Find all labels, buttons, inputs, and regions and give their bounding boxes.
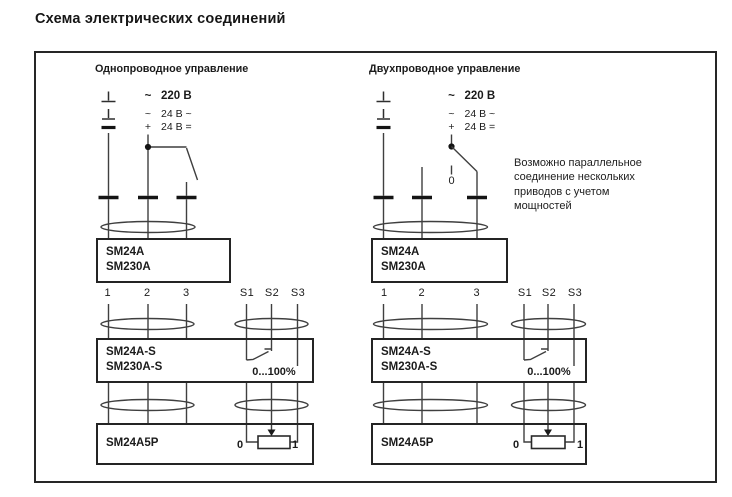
supply-label-24vac: 24 В ~ [464,108,496,120]
device-box-sm24a: SM24A SM230A [371,238,508,283]
device-label: SM230A [381,260,426,273]
supply-row-220v: ~220 В [444,90,496,102]
plug-to-actuator-wires [107,199,188,238]
potentiometer-symbol [523,423,575,450]
ac-symbol: ~ [144,108,152,120]
device-label: SM24A5P [381,437,434,449]
device-box-sm24a-s: SM24A-S SM230A-S [371,338,587,383]
supply-row-24vdc: +24 В = [140,121,192,133]
terminal-label-s3: S3 [567,287,583,299]
single-wire-diagram [98,91,309,450]
terminal-label-s2: S2 [264,287,280,299]
plug-to-actuator-wires [382,199,478,238]
earth-icon [376,91,391,120]
supply-label-24vac: 24 В ~ [161,108,192,120]
device-label: SM230A-S [381,360,438,373]
device-label: SM24A5P [106,437,159,449]
two-wire-diagram [372,91,587,450]
cable-sheath [372,398,489,412]
switch-symbol [421,146,478,196]
supply-label-24vdc: 24 В = [161,121,192,133]
plus-symbol: + [448,121,455,133]
terminal-label-2: 2 [143,287,151,299]
device-label: SM24A [106,246,145,258]
terminal-label-1: 1 [380,287,388,299]
device-box-sm24a5p: SM24A5P [96,423,314,465]
terminal-wires [107,304,299,338]
cable-sheath [234,317,309,331]
terminal-label-2: 2 [418,287,425,299]
supply-row-24vac: ~24 В ~ [140,108,192,120]
range-label: 0...100% [252,366,296,378]
supply-wires [382,133,453,196]
device-label: SM230A-S [106,360,163,373]
cable-sheath [372,317,489,331]
terminal-label-3: 3 [473,287,480,299]
cable-sheath [100,398,195,412]
inter-box-wires [107,383,299,423]
note-line: приводов с учетом [514,185,610,198]
pot-max-label: 1 [291,439,299,451]
feedback-switch-symbol [245,338,299,366]
supply-wires [107,133,187,196]
cable-sheath [234,398,309,412]
inter-box-wires [382,383,575,423]
switch-symbol [185,147,199,196]
ac-symbol: ~ [448,90,455,102]
plus-symbol: + [144,121,152,133]
cable-sheath [372,220,489,234]
note-line: мощностей [514,200,572,213]
device-label: SM24A [381,246,420,258]
terminal-label-s3: S3 [290,287,306,299]
cable-sheath [510,398,587,412]
device-box-sm24a5p: SM24A5P [371,423,587,465]
column-header-single-wire: Однопроводное управление [95,63,249,75]
device-label: SM24A-S [106,346,156,358]
diagram-frame [34,51,717,483]
ac-symbol: ~ [144,90,152,102]
terminal-label-1: 1 [104,287,111,299]
terminal-label-s1: S1 [239,287,255,299]
note-line: соединение нескольких [514,171,635,184]
supply-row-24vac: ~24 В ~ [444,108,496,120]
switch-off-position-label: 0 [448,175,455,187]
note-parallel-connection: Возможно параллельное соединение несколь… [514,156,642,214]
pot-max-label: 1 [576,439,584,451]
device-label: SM24A-S [381,346,431,358]
ac-symbol: ~ [448,108,455,120]
cable-sheath [510,317,587,331]
supply-row-24vdc: +24 В = [444,121,496,133]
supply-row-220v: ~220 В [140,90,192,102]
column-header-two-wire: Двухпроводное управление [369,63,521,75]
terminal-label-s1: S1 [517,287,533,299]
terminal-label-s2: S2 [541,287,557,299]
junction-dot [144,143,152,151]
range-label: 0...100% [527,366,571,378]
pot-min-label: 0 [236,439,244,451]
cable-sheath [100,220,196,234]
note-line: Возможно параллельное [514,157,642,169]
supply-label-220v: 220 В [464,90,496,102]
device-box-sm24a-s: SM24A-S SM230A-S [96,338,314,383]
page-title: Схема электрических соединений [35,11,286,27]
supply-label-24vdc: 24 В = [464,121,496,133]
supply-label-220v: 220 В [161,90,192,102]
device-label: SM230A [106,260,151,273]
feedback-switch-symbol [523,338,575,366]
pot-min-label: 0 [512,439,520,451]
terminal-label-3: 3 [182,287,190,299]
cable-sheath [100,317,195,331]
device-box-sm24a: SM24A SM230A [96,238,231,283]
earth-icon [101,91,116,120]
